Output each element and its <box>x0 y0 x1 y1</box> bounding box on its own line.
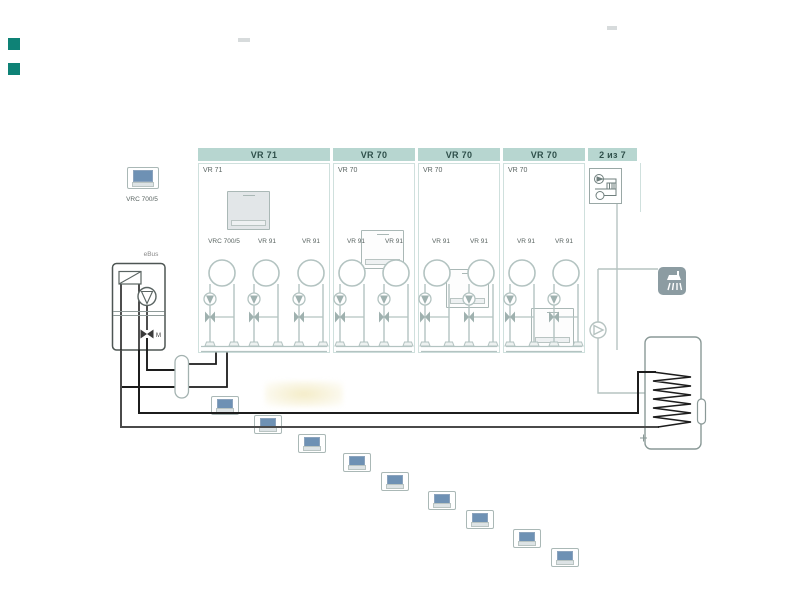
scheme-thumbnail-icon <box>589 168 622 204</box>
dhw-circulation-pipes <box>589 202 658 394</box>
vrc700-controller-icon <box>127 167 159 189</box>
distribution-manifolds <box>201 345 582 353</box>
room-controller-icon <box>428 491 456 510</box>
module-label: VR 70 <box>338 167 358 174</box>
low-loss-header <box>174 354 190 399</box>
vr71-module-icon <box>227 191 270 230</box>
room-controller-label: VR 91 <box>431 238 451 245</box>
cylinder-coil <box>652 371 692 428</box>
room-controller-icon <box>381 472 409 491</box>
room-controller-label: VR 91 <box>301 238 321 245</box>
room-controller-label: VR 91 <box>346 238 366 245</box>
page-indicator-panel-edge <box>640 163 641 212</box>
room-controller-icon <box>298 434 326 453</box>
column-header-vr71: VR 71 <box>198 148 330 161</box>
column-header-vr70-3: VR 70 <box>503 148 585 161</box>
boiler: M <box>111 262 166 351</box>
vrc700-controller-label: VRC 700/5 <box>126 196 158 203</box>
room-controller-icon <box>466 510 494 529</box>
vr70-module-icon <box>531 308 574 347</box>
room-controller-label: VRC 700/5 <box>208 238 240 245</box>
room-controller-label: VR 91 <box>516 238 536 245</box>
primary-pipes <box>120 338 692 428</box>
heating-circuits <box>203 259 584 347</box>
watermark <box>265 381 343 407</box>
shower-icon <box>658 267 686 295</box>
room-controller-label: VR 91 <box>257 238 277 245</box>
module-label: VR 71 <box>203 167 223 174</box>
room-controller-label: VR 91 <box>384 238 404 245</box>
room-controller-icon <box>551 548 579 567</box>
valve-motor-label: M <box>156 333 161 339</box>
room-controller-icon <box>343 453 371 472</box>
room-controller-label: VR 91 <box>469 238 489 245</box>
room-controller-label: VR 91 <box>554 238 574 245</box>
module-label: VR 70 <box>508 167 528 174</box>
gray-dash-decoration <box>607 26 617 30</box>
room-controller-icon <box>513 529 541 548</box>
module-label: VR 70 <box>423 167 443 174</box>
gray-dash-decoration <box>238 38 250 42</box>
ebus-label: eBus <box>143 251 159 258</box>
teal-square-decoration <box>8 63 20 75</box>
teal-square-decoration <box>8 38 20 50</box>
column-panel-3 <box>418 163 500 353</box>
diverter-valve-icon <box>140 329 154 339</box>
page-indicator: 2 из 7 <box>588 148 637 161</box>
column-header-vr70-2: VR 70 <box>418 148 500 161</box>
column-header-vr70-1: VR 70 <box>333 148 415 161</box>
